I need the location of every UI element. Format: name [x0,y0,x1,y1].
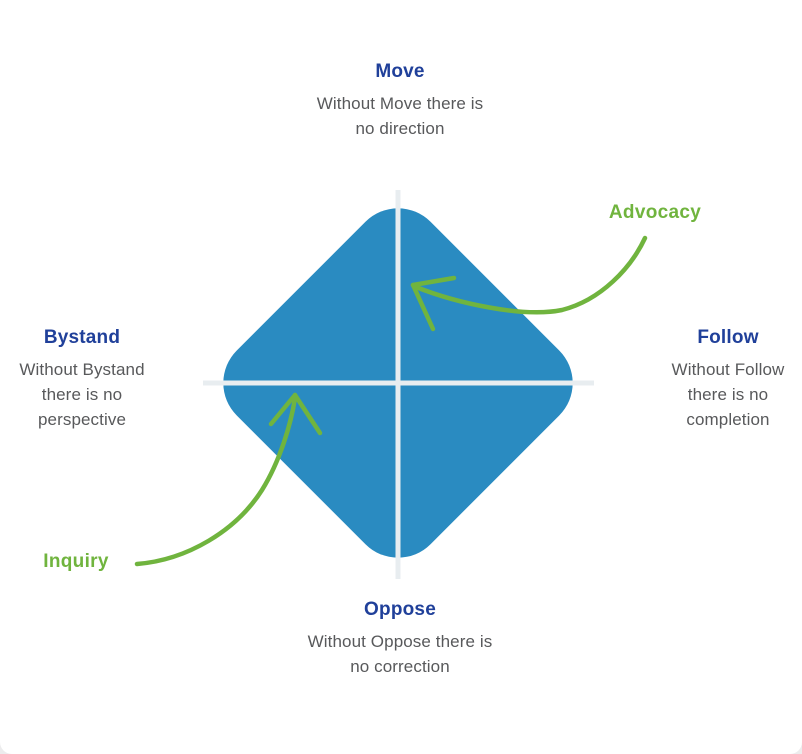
quadrant-follow-block: Follow Without Follow there is no comple… [638,326,802,432]
quadrant-oppose-block: Oppose Without Oppose there is no correc… [290,598,510,679]
advocacy-label: Advocacy [608,202,702,223]
quadrant-move-block: Move Without Move there is no direction [290,60,510,141]
bystand-label: Bystand [43,327,121,348]
bystand-description-line: Without Bystand [19,360,145,379]
oppose-description-line: Without Oppose there is [307,632,493,651]
follow-description-line: completion [686,410,770,429]
inquiry-label: Inquiry [43,551,109,572]
follow-description-line: there is no [687,385,769,404]
bystand-description-line: there is no [41,385,123,404]
bystand-description-line: perspective [37,410,127,429]
move-label: Move [375,61,425,82]
move-description-line: Without Move there is [316,94,484,113]
oppose-description-line: no correction [350,657,450,676]
inquiry-arrow [134,392,323,567]
quadrant-bystand-block: Bystand Without Bystand there is no pers… [0,326,172,432]
follow-description-line: Without Follow [671,360,785,379]
advocacy-arrow [410,235,648,332]
move-description-line: no direction [355,119,445,138]
oppose-label: Oppose [364,599,436,620]
follow-label: Follow [697,327,759,348]
